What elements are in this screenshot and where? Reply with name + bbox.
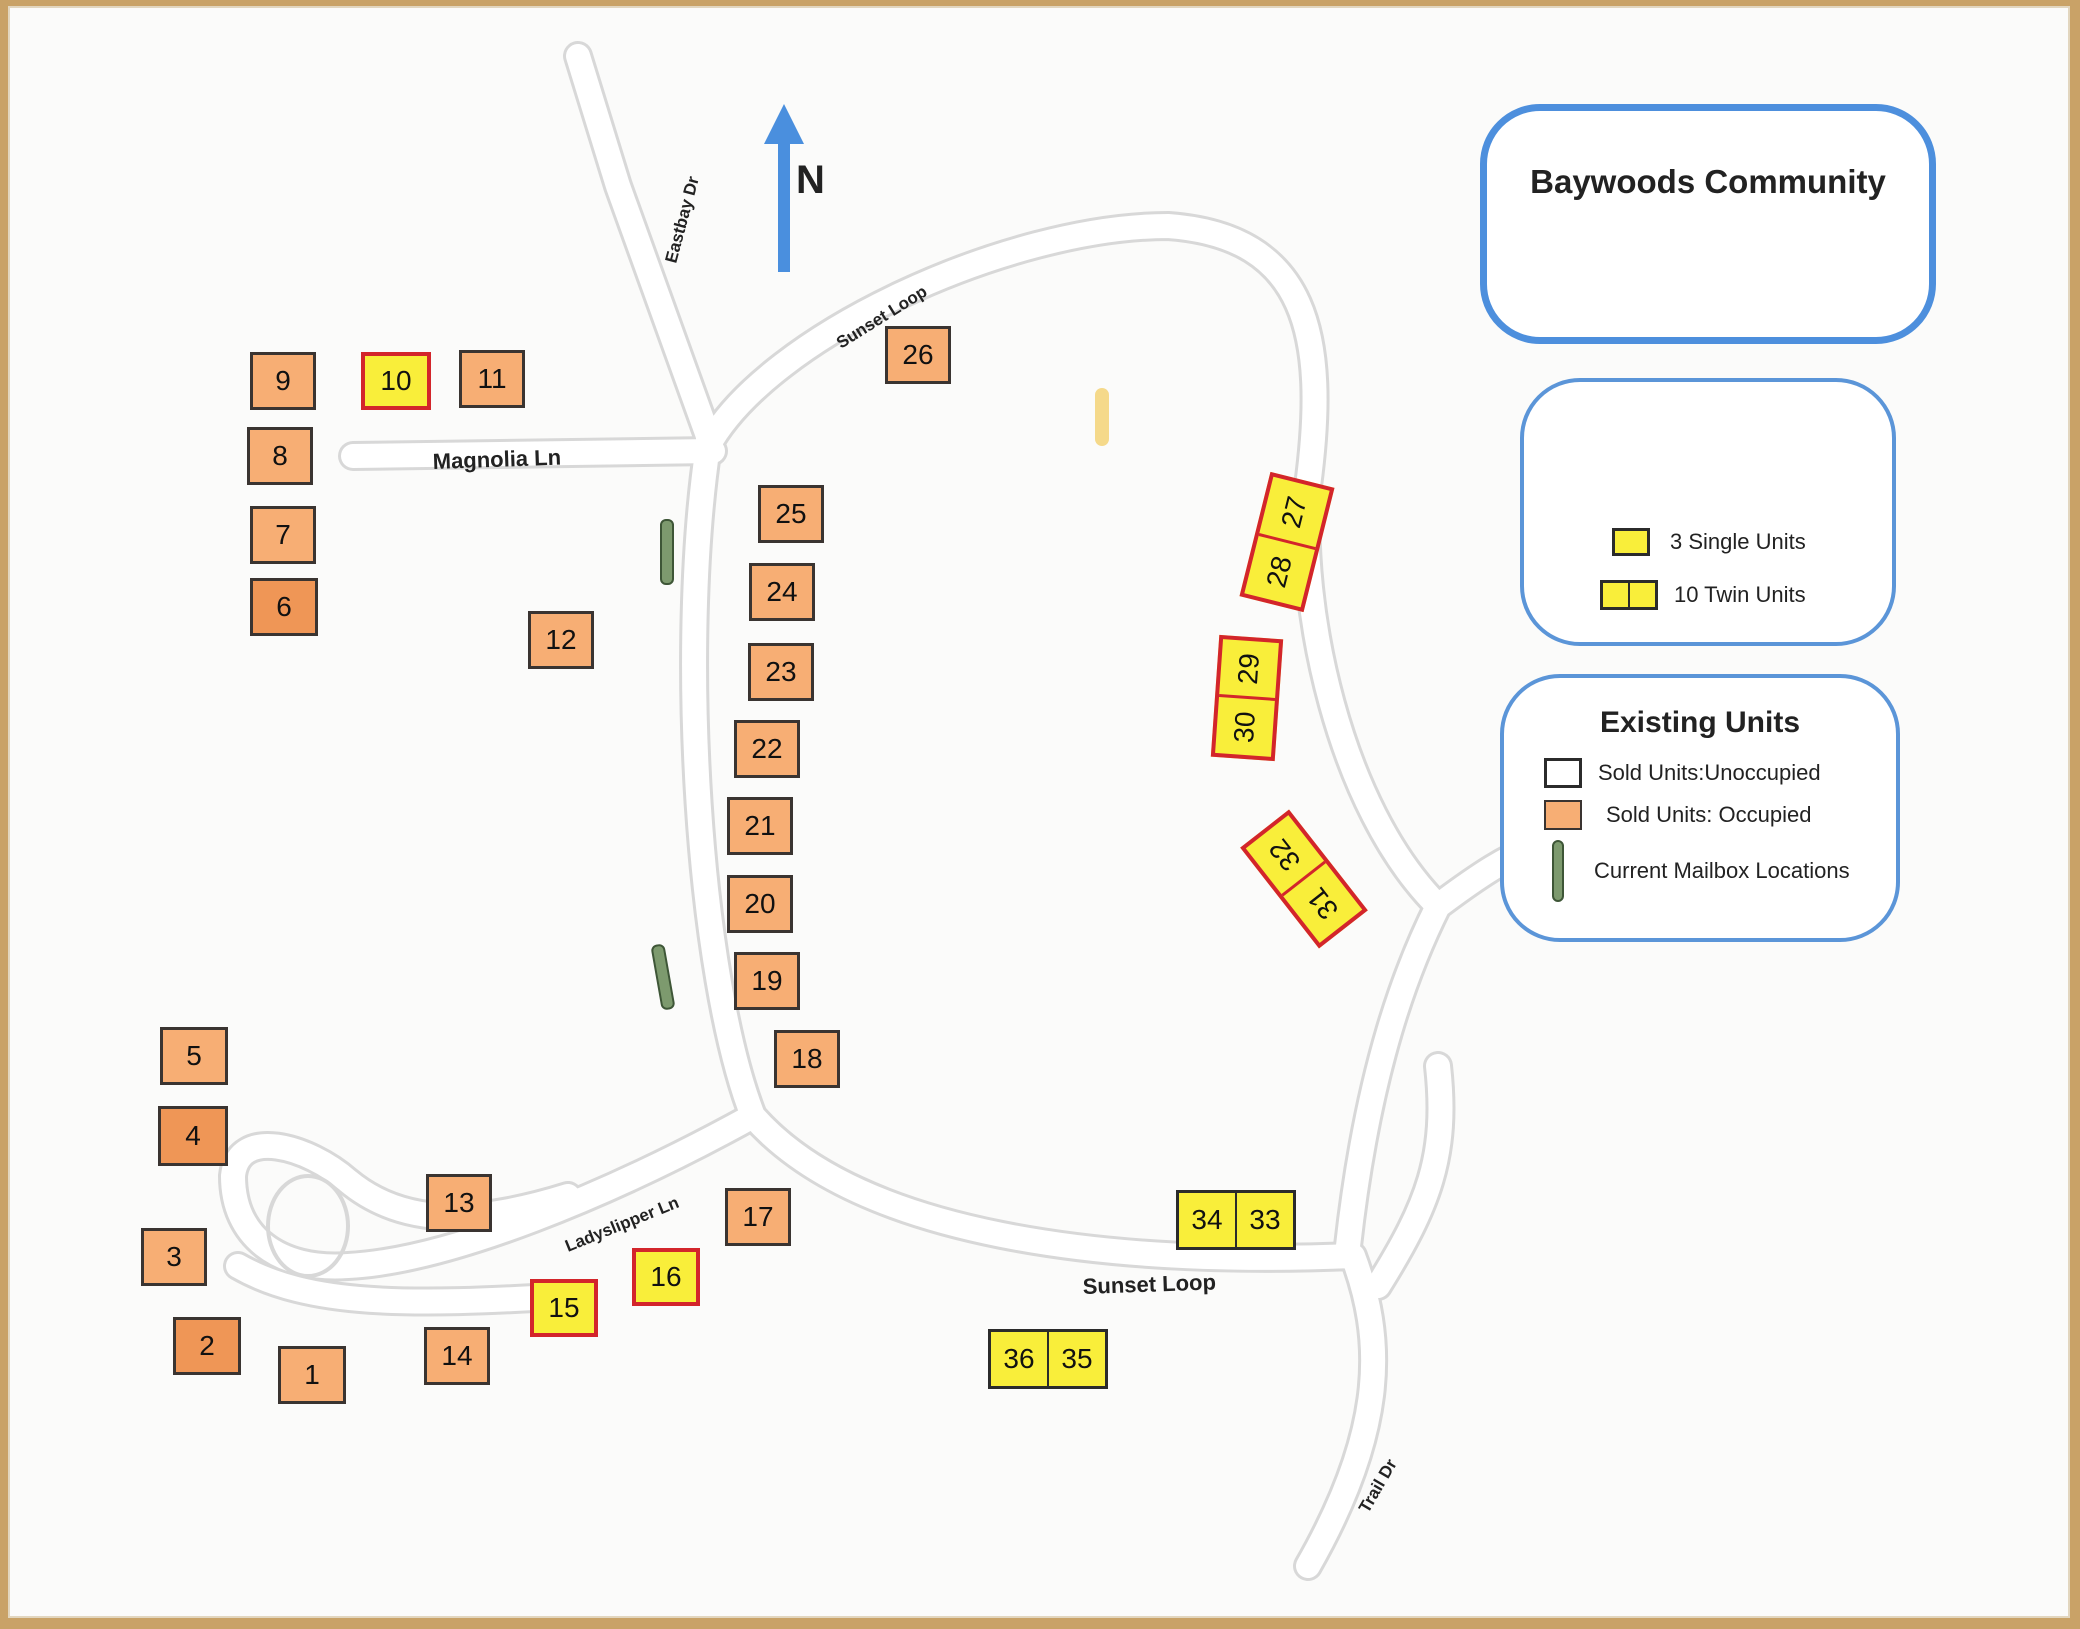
north-arrow-icon [764,104,804,272]
lot-1[interactable]: 1 [278,1346,346,1404]
lot-6[interactable]: 6 [250,578,318,636]
lot-3[interactable]: 3 [141,1228,207,1286]
lot-35[interactable]: 35 [1047,1332,1105,1386]
twin-unit-35-36[interactable]: 36 35 [988,1329,1108,1389]
lot-22[interactable]: 22 [734,720,800,778]
single-unit-swatch [1612,528,1650,556]
twin-unit-swatch [1600,580,1658,610]
mailbox-swatch [1552,840,1564,902]
twin-unit-33-34[interactable]: 34 33 [1176,1190,1296,1250]
road-network: Eastbay Dr Sunset Loop Magnolia Ln Ladys… [218,41,1553,1581]
existing-units-heading: Existing Units [1599,706,1801,739]
lot-26[interactable]: 26 [885,326,951,384]
lot-11[interactable]: 11 [459,350,525,408]
legend-unoccupied-row: Sold Units:Unoccupied [1544,758,1821,788]
legend-single-label: 3 Single Units [1670,529,1806,554]
existing-units-legend: Existing Units Sold Units:Unoccupied Sol… [1500,674,1900,942]
lot-33[interactable]: 33 [1235,1193,1293,1247]
mailbox-north [660,519,674,585]
lot-13[interactable]: 13 [426,1174,492,1232]
lot-10[interactable]: 10 [361,352,431,410]
lot-29[interactable]: 29 [1218,639,1279,702]
twin-unit-29-30[interactable]: 30 29 [1210,634,1284,762]
new-units-legend: 3 Single Units 10 Twin Units [1520,378,1896,646]
lot-17[interactable]: 17 [725,1188,791,1246]
lot-5[interactable]: 5 [160,1027,228,1085]
lot-14[interactable]: 14 [424,1327,490,1385]
lot-20[interactable]: 20 [727,875,793,933]
legend-occupied-label: Sold Units: Occupied [1606,802,1812,827]
lot-30[interactable]: 30 [1227,710,1262,744]
unoccupied-swatch [1544,758,1582,788]
lot-7[interactable]: 7 [250,506,316,564]
occupied-swatch [1544,800,1582,830]
lot-21[interactable]: 21 [727,797,793,855]
legend-mailbox-row: Current Mailbox Locations [1552,840,1850,902]
title-panel: Baywoods Community [1480,104,1936,344]
legend-unoccupied-label: Sold Units:Unoccupied [1598,760,1821,785]
lot-2[interactable]: 2 [173,1317,241,1375]
lot-34[interactable]: 34 [1191,1204,1223,1235]
legend-twin-row: 10 Twin Units [1600,580,1806,610]
legend-mailbox-label: Current Mailbox Locations [1594,858,1850,883]
legend-twin-label: 10 Twin Units [1674,582,1806,607]
legend-single-row: 3 Single Units [1612,528,1806,556]
map-title: Baywoods Community [1530,163,1886,200]
road-label-sunset-loop-south: Sunset Loop [1082,1269,1216,1299]
lot-25[interactable]: 25 [758,485,824,543]
lot-15[interactable]: 15 [530,1279,598,1337]
north-label: N [796,158,825,202]
lot-12[interactable]: 12 [528,611,594,669]
lot-19[interactable]: 19 [734,952,800,1010]
road-label-magnolia-ln: Magnolia Ln [432,445,561,474]
lot-8[interactable]: 8 [247,427,313,485]
lot-16[interactable]: 16 [632,1248,700,1306]
lot-23[interactable]: 23 [748,643,814,701]
road-label-eastbay-dr: Eastbay Dr [662,174,703,265]
lot-36[interactable]: 36 [1003,1343,1035,1374]
lot-18[interactable]: 18 [774,1030,840,1088]
lot-4[interactable]: 4 [158,1106,228,1166]
yellow-marker [1095,388,1109,446]
lot-24[interactable]: 24 [749,563,815,621]
lot-9[interactable]: 9 [250,352,316,410]
map-sheet: Eastbay Dr Sunset Loop Magnolia Ln Ladys… [8,6,2070,1618]
legend-occupied-row: Sold Units: Occupied [1544,800,1811,830]
